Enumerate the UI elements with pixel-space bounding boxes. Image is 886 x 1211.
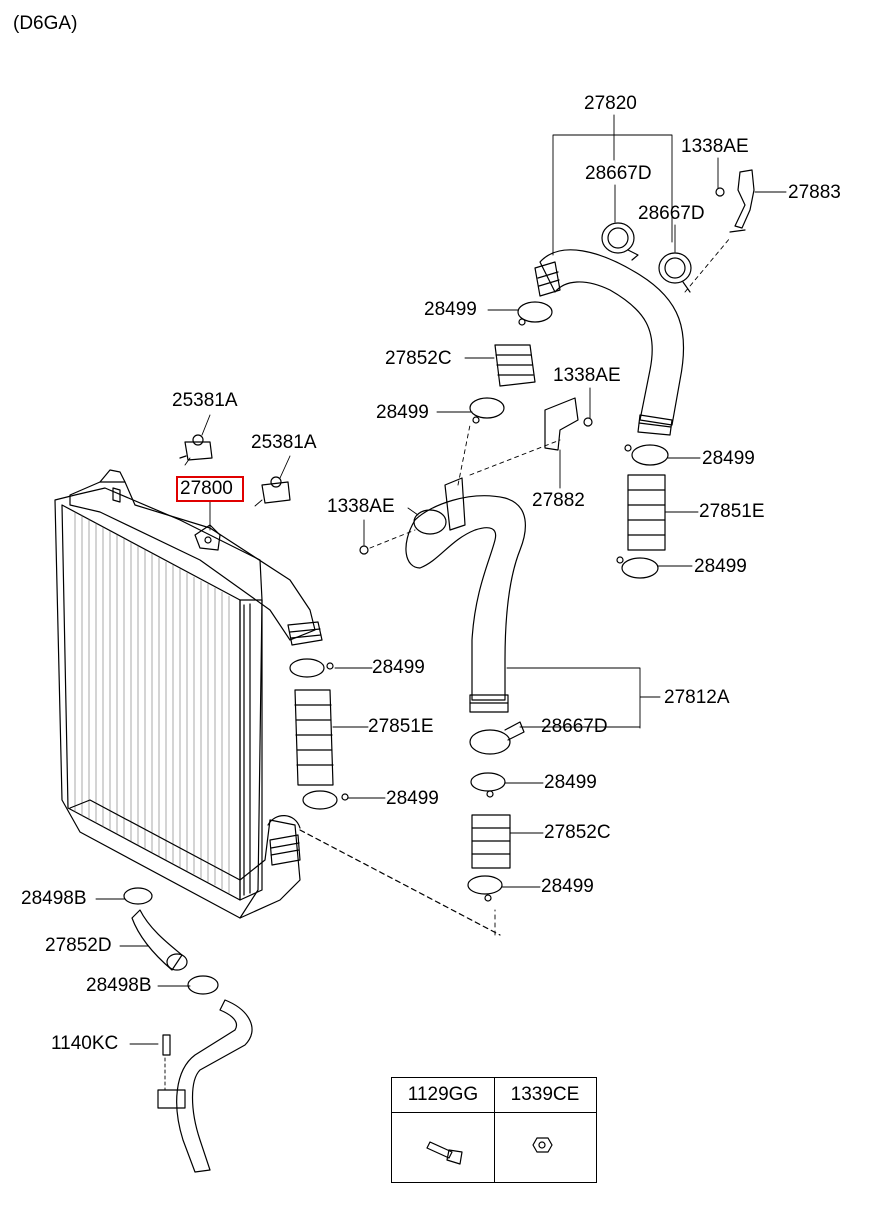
legend-part-number: 1339CE xyxy=(510,1084,580,1105)
hose-27852C-b xyxy=(471,814,511,869)
callout-1338AE[interactable]: 1338AE xyxy=(327,496,395,517)
hose-27852C-a xyxy=(494,344,536,387)
bolt-icon xyxy=(426,1141,463,1165)
bracket-27882 xyxy=(544,397,579,451)
legend-cell-1339CE[interactable]: 1339CE xyxy=(494,1078,596,1182)
callout-28667D[interactable]: 28667D xyxy=(638,203,705,224)
nut-1338AE-left xyxy=(359,545,369,555)
callout-27852C[interactable]: 27852C xyxy=(544,822,611,843)
hose-27851E-a xyxy=(627,474,666,551)
intercooler-27800 xyxy=(54,469,501,936)
callout-1140KC[interactable]: 1140KC xyxy=(51,1033,119,1054)
callout-25381A[interactable]: 25381A xyxy=(172,390,238,411)
callout-28499[interactable]: 28499 xyxy=(372,657,425,678)
callout-28499[interactable]: 28499 xyxy=(386,788,439,809)
lower-hose-27852D xyxy=(123,887,253,1173)
callout-28667D[interactable]: 28667D xyxy=(585,163,652,184)
legend-cell-1129GG[interactable]: 1129GG xyxy=(392,1078,494,1182)
callout-28499[interactable]: 28499 xyxy=(544,772,597,793)
clamp-28667D-a xyxy=(601,222,639,261)
callout-27883[interactable]: 27883 xyxy=(788,182,841,203)
nut-icon xyxy=(532,1137,553,1153)
leader-lines xyxy=(95,114,787,1091)
pipe-27820 xyxy=(534,249,685,436)
clamp-28667D-c xyxy=(469,721,525,755)
callout-27851E[interactable]: 27851E xyxy=(368,716,434,737)
callout-28499[interactable]: 28499 xyxy=(541,876,594,897)
callout-27851E[interactable]: 27851E xyxy=(699,501,765,522)
callout-27882[interactable]: 27882 xyxy=(532,490,585,511)
legend-table: 1129GG 1339CE xyxy=(391,1077,597,1183)
callout-1338AE[interactable]: 1338AE xyxy=(681,136,749,157)
callout-27820[interactable]: 27820 xyxy=(584,93,637,114)
clamp-28667D-b xyxy=(658,252,692,293)
nut-1338AE-top xyxy=(715,187,725,197)
hose-clamps xyxy=(289,301,669,902)
callout-28498B[interactable]: 28498B xyxy=(21,888,87,909)
callout-27812A[interactable]: 27812A xyxy=(664,687,730,708)
callout-28667D[interactable]: 28667D xyxy=(541,716,608,737)
callout-28498B[interactable]: 28498B xyxy=(86,975,152,996)
engine-code-label: (D6GA) xyxy=(13,13,78,34)
pipe-27812A xyxy=(405,495,526,713)
callout-28499[interactable]: 28499 xyxy=(702,448,755,469)
callout-27852D[interactable]: 27852D xyxy=(45,935,112,956)
callout-27852C[interactable]: 27852C xyxy=(385,348,452,369)
callout-1338AE[interactable]: 1338AE xyxy=(553,365,621,386)
highlighted-part-box[interactable] xyxy=(176,476,244,502)
sensor-25381A-b xyxy=(261,476,291,504)
callout-25381A[interactable]: 25381A xyxy=(251,432,317,453)
callout-27800[interactable]: 27800 xyxy=(180,478,233,499)
legend-divider-vertical xyxy=(494,1078,495,1182)
hose-27851E-b xyxy=(294,689,334,786)
callout-28499[interactable]: 28499 xyxy=(424,299,477,320)
callout-28499[interactable]: 28499 xyxy=(376,402,429,423)
sensor-25381A-a xyxy=(179,434,213,461)
legend-part-number: 1129GG xyxy=(407,1084,479,1105)
bracket-27883 xyxy=(734,169,755,229)
callout-28499[interactable]: 28499 xyxy=(694,556,747,577)
